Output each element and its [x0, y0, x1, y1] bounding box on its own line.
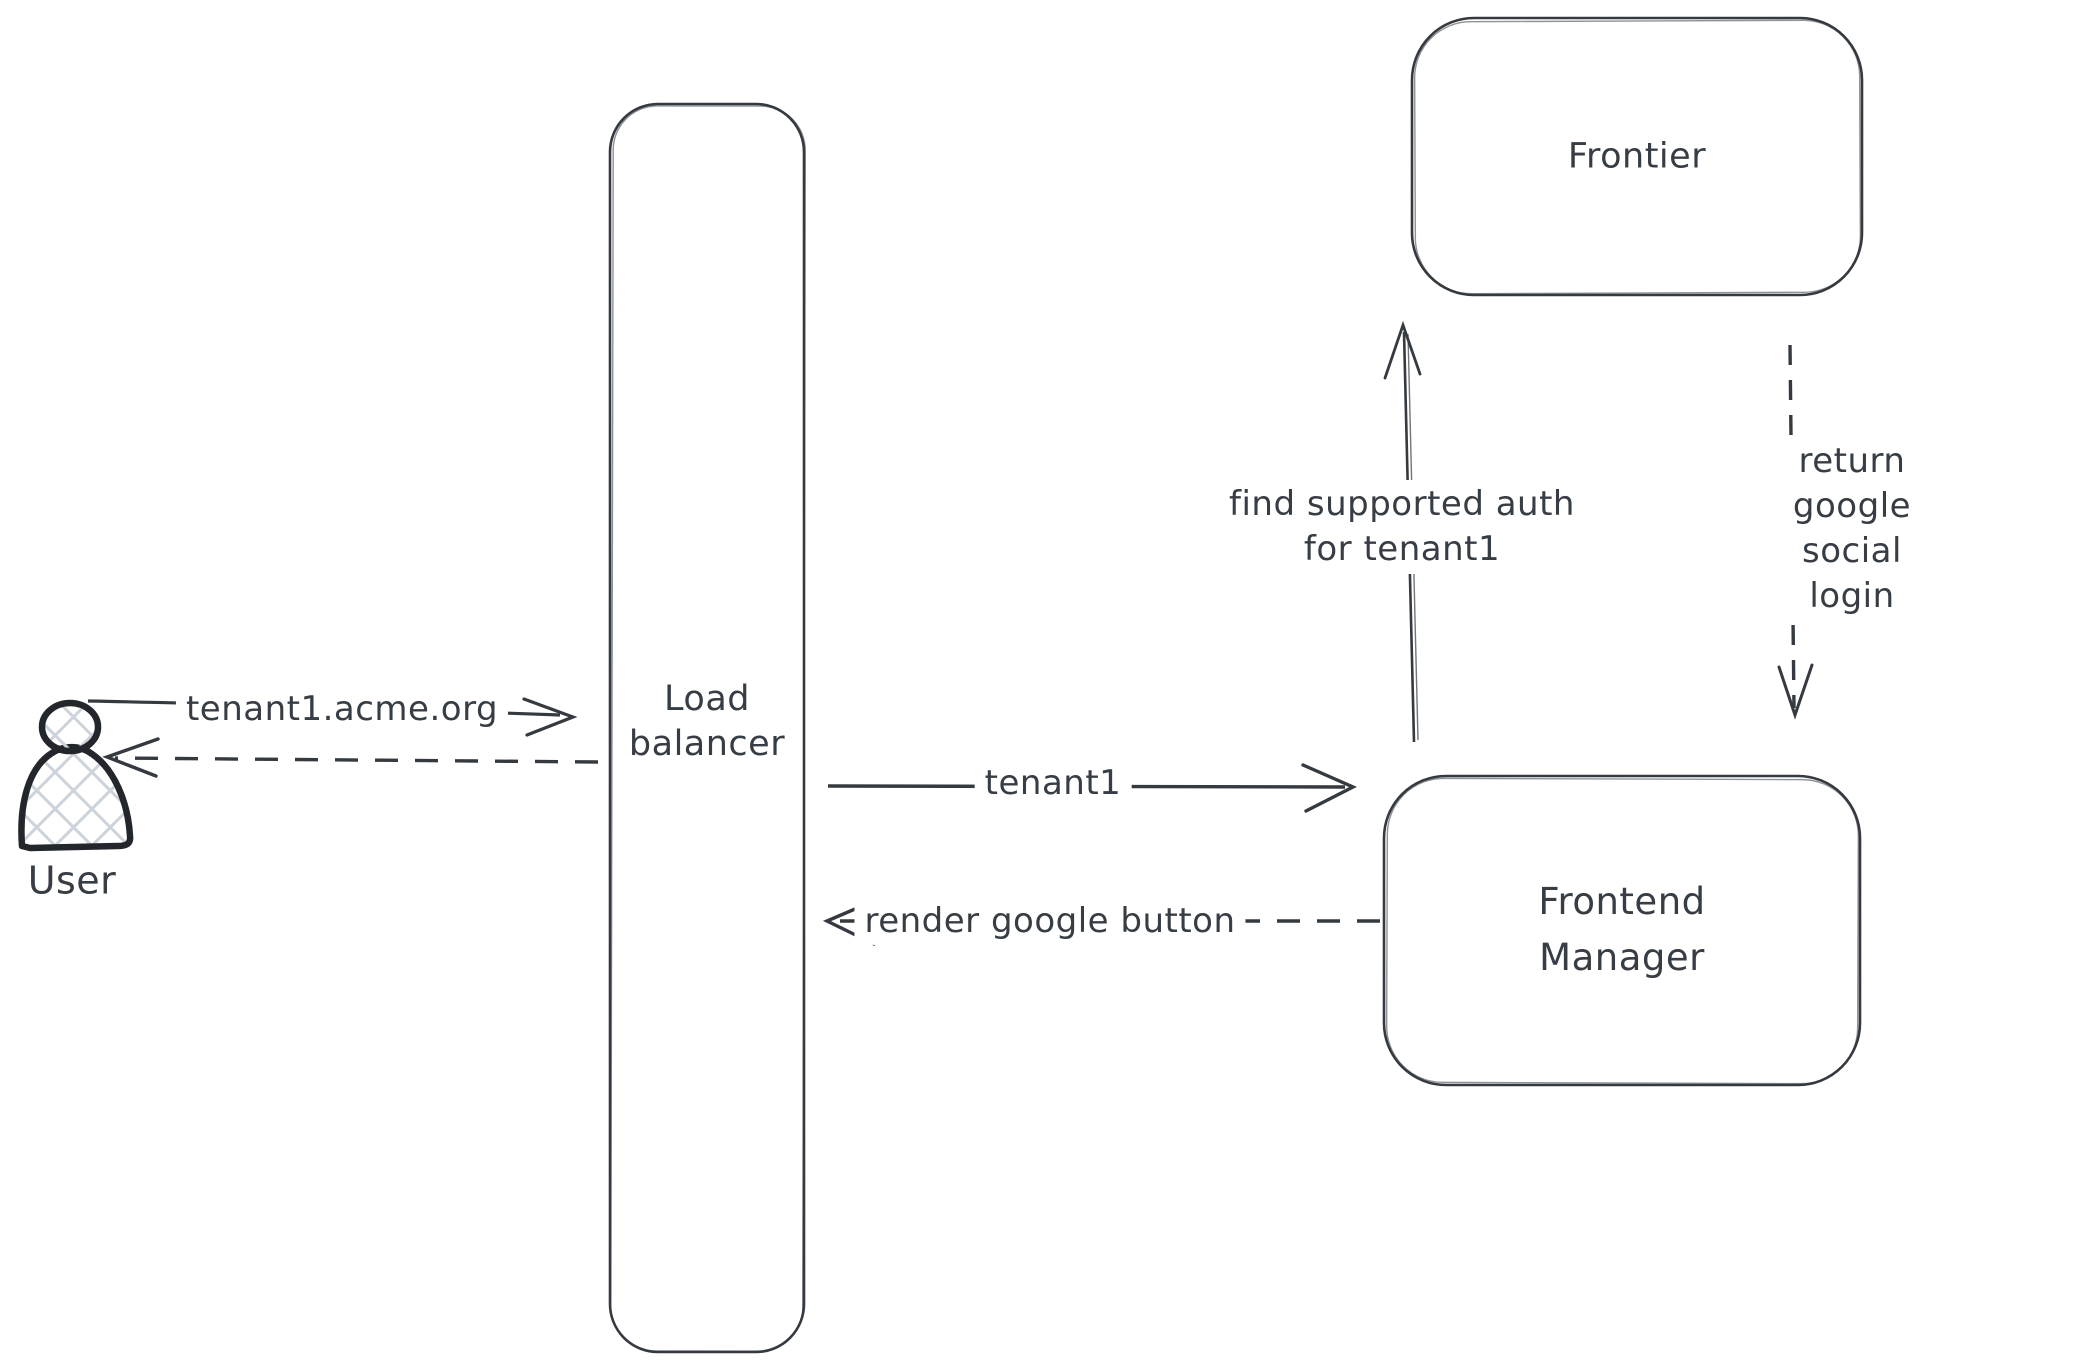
edge-user-to-load-balancer-arrowhead — [522, 697, 578, 737]
frontend-manager-label: Frontend Manager — [1538, 880, 1706, 979]
frontend-manager-box[interactable] — [1382, 774, 1862, 1087]
load-balancer-box-sketch-stroke — [610, 105, 806, 1352]
edge-frontend-manager-to-frontier-arrowhead — [1383, 320, 1422, 380]
frontier-label: Frontier — [1567, 136, 1707, 177]
edge-label-return-google-social-login: return google social login — [1736, 437, 1968, 621]
edge-label-render-google-button: render google button — [854, 896, 1246, 946]
edge-label-tenant1-acme-org: tenant1.acme.org — [175, 684, 509, 734]
frontier-box[interactable] — [1410, 16, 1864, 297]
user-icon-body[interactable] — [18, 743, 134, 852]
user-icon-head[interactable] — [38, 699, 102, 755]
frontier-box-outline[interactable] — [1410, 16, 1864, 297]
edge-label-tenant1: tenant1 — [974, 758, 1132, 808]
user-icon[interactable] — [18, 699, 134, 852]
frontend-manager-box-outline[interactable] — [1382, 774, 1862, 1087]
frontier-box-sketch-stroke — [1413, 19, 1862, 295]
edge-frontier-to-frontend-manager-arrowhead — [1777, 663, 1814, 720]
edge-load-balancer-to-user[interactable] — [102, 737, 599, 778]
edge-label-find-supported-auth: find supported auth for tenant1 — [1219, 480, 1585, 574]
user-label: User — [27, 858, 117, 903]
edge-load-balancer-to-user-arrowhead — [102, 737, 160, 778]
frontend-manager-box-sketch-stroke — [1385, 777, 1860, 1085]
edge-load-balancer-to-frontend-manager-arrowhead — [1301, 763, 1357, 813]
edge-load-balancer-to-user-line[interactable] — [114, 756, 599, 764]
load-balancer-box[interactable] — [608, 102, 806, 1354]
load-balancer-label: Load balancer — [628, 679, 786, 764]
